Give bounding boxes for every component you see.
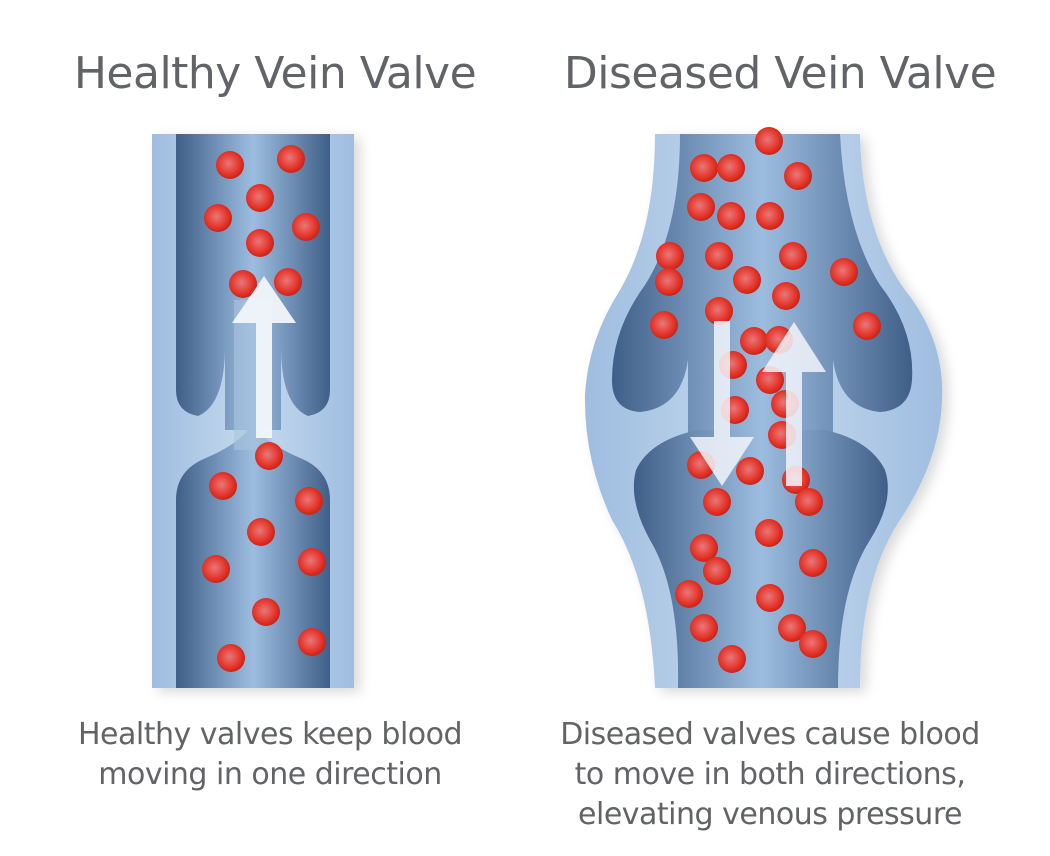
healthy-vein: [152, 134, 354, 688]
healthy-caption-line: moving in one direction: [98, 757, 442, 792]
arrow-up-icon: [232, 276, 296, 438]
diseased-panel-title: Diseased Vein Valve: [563, 48, 997, 99]
diseased-caption-line: elevating venous pressure: [578, 797, 962, 832]
healthy-blood-cells: [202, 145, 326, 672]
diseased-upper-chamber: [612, 134, 913, 440]
arrow-down-icon: [690, 321, 754, 486]
healthy-caption: Healthy valves keep blood moving in one …: [60, 715, 480, 795]
diseased-caption: Diseased valves cause blood to move in b…: [560, 715, 980, 835]
healthy-panel-title: Healthy Vein Valve: [73, 48, 477, 99]
diseased-caption-line: to move in both directions,: [574, 757, 966, 792]
healthy-caption-line: Healthy valves keep blood: [77, 717, 463, 752]
arrow-up-icon: [762, 322, 826, 486]
diseased-caption-line: Diseased valves cause blood: [560, 717, 980, 752]
diseased-vein: [584, 127, 943, 688]
